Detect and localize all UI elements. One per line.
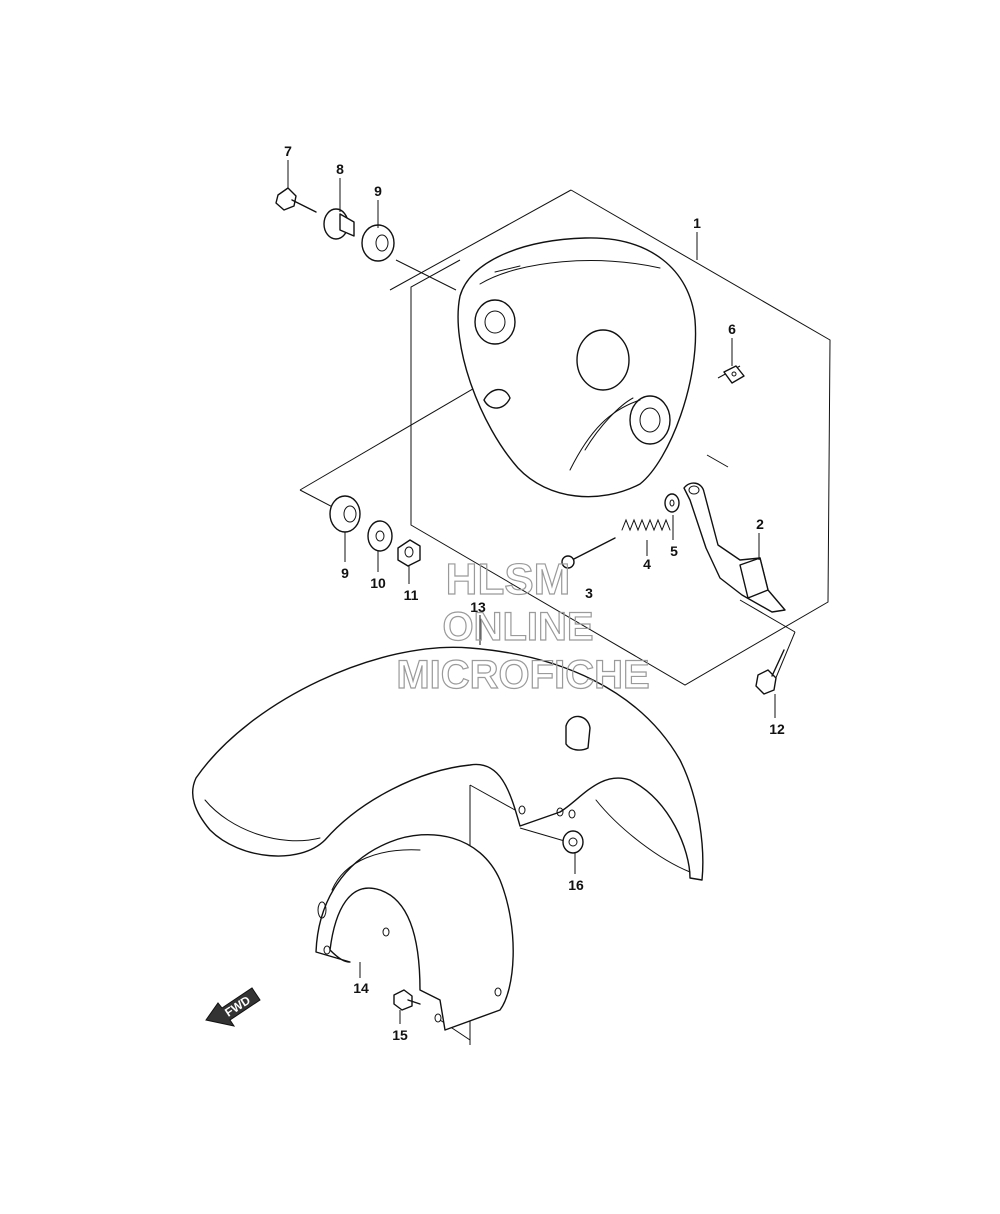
inner-fender[interactable] — [315, 834, 514, 1031]
callout-10: 10 — [370, 575, 386, 591]
callout-4: 4 — [643, 556, 651, 572]
callout-12: 12 — [769, 721, 785, 737]
watermark-line2: ONLINE — [442, 605, 593, 649]
nut-11[interactable] — [397, 539, 421, 567]
callout-5: 5 — [670, 543, 678, 559]
front-fender[interactable] — [192, 646, 704, 881]
bolt-7[interactable] — [275, 187, 317, 213]
callout-14: 14 — [353, 980, 369, 996]
callout-7: 7 — [284, 143, 292, 159]
washer-10[interactable] — [367, 520, 393, 552]
headlight-bracket[interactable] — [683, 482, 786, 613]
grommet-9-lower[interactable] — [329, 495, 361, 533]
leader-lines — [299, 259, 796, 1045]
callout-8: 8 — [336, 161, 344, 177]
callout-1: 1 — [693, 215, 701, 231]
bolt-15[interactable] — [393, 989, 421, 1011]
callout-9-lower: 9 — [341, 565, 349, 581]
callout-2: 2 — [756, 516, 764, 532]
spring[interactable] — [621, 518, 671, 532]
callouts: 1 2 3 4 5 6 7 8 9 9 10 11 12 13 14 15 16 — [284, 143, 785, 1043]
callout-13: 13 — [470, 599, 486, 615]
callout-6: 6 — [728, 321, 736, 337]
nut-6[interactable] — [723, 365, 745, 384]
callout-15: 15 — [392, 1027, 408, 1043]
grommet-16[interactable] — [562, 830, 584, 854]
callout-11: 11 — [404, 587, 419, 603]
callout-3: 3 — [585, 585, 593, 601]
washer-5[interactable] — [664, 493, 680, 513]
collar-8[interactable] — [323, 208, 355, 240]
bolt-12[interactable] — [755, 649, 785, 695]
fwd-arrow-icon: FWD — [205, 987, 261, 1027]
callout-16: 16 — [568, 877, 584, 893]
watermark-line3: MICROFICHE — [396, 653, 649, 697]
adjust-screw[interactable] — [561, 537, 616, 569]
assembly-outline — [389, 189, 831, 686]
headlight-housing[interactable] — [457, 237, 697, 498]
callout-9-upper: 9 — [374, 183, 382, 199]
watermark: HLSM ONLINE MICROFICHE — [396, 554, 651, 697]
grommet-9-upper[interactable] — [361, 224, 395, 262]
watermark-line1: HLSM — [446, 555, 571, 604]
callout-leaders — [287, 160, 776, 1024]
